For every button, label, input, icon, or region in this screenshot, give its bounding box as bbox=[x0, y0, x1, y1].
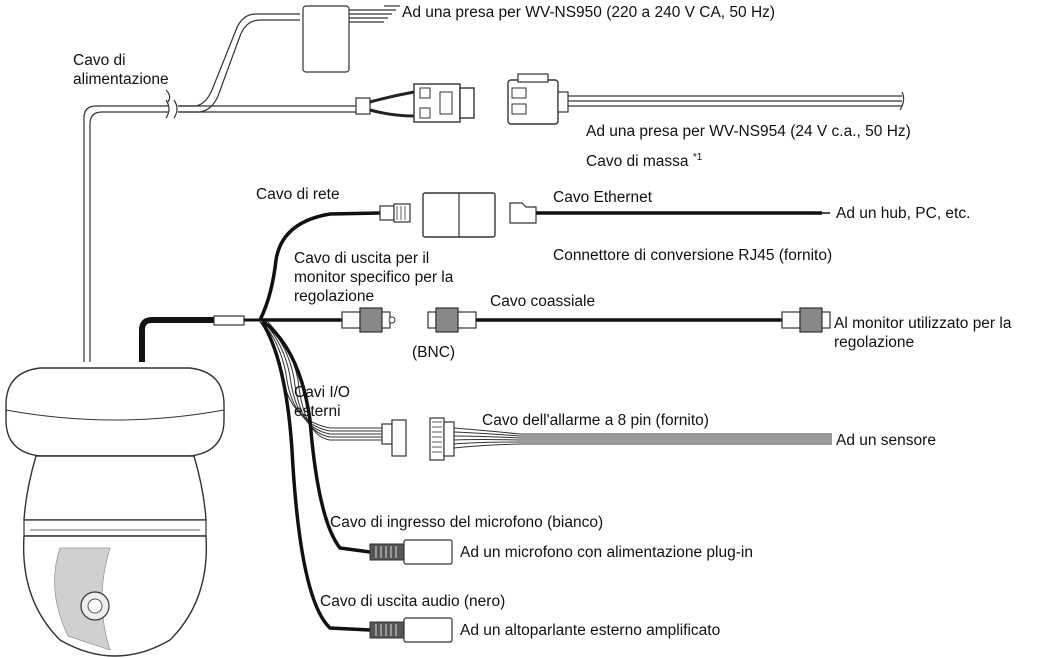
cable-junction bbox=[213, 315, 245, 326]
camera-dome bbox=[22, 535, 208, 657]
bnc-connector-coax-right bbox=[781, 307, 831, 333]
audio-out-cable bbox=[260, 321, 371, 632]
label-power-cable: Cavo di alimentazione bbox=[73, 52, 169, 88]
alarm-cable bbox=[453, 427, 832, 449]
ns954-leads bbox=[369, 90, 415, 118]
label-rj45-connector: Connettore di conversione RJ45 (fornito) bbox=[553, 247, 833, 264]
label-to-speaker: Ad un altoparlante esterno amplificato bbox=[460, 622, 721, 639]
mic-in-cable bbox=[262, 320, 371, 554]
audio-plug bbox=[369, 617, 453, 643]
mic-plug bbox=[369, 539, 453, 565]
ground-cable-text: Cavo di massa bbox=[586, 153, 689, 170]
label-alarm-cable: Cavo dell'allarme a 8 pin (fornito) bbox=[482, 412, 709, 429]
label-coax-cable: Cavo coassiale bbox=[490, 293, 596, 310]
label-monitor-out-cable: Cavo di uscita per il monitor specifico … bbox=[294, 250, 454, 305]
label-outlet-ns954: Ad una presa per WV-NS954 (24 V c.a., 50… bbox=[586, 123, 911, 140]
power-branch-ns950 bbox=[178, 13, 300, 113]
ns954-output-cable bbox=[568, 91, 905, 111]
main-cable bbox=[139, 317, 214, 362]
network-cable bbox=[258, 211, 381, 321]
label-to-adjust-monitor: Al monitor utilizzato per la regolazione bbox=[834, 315, 1012, 351]
ground-note-ref: *1 bbox=[692, 151, 703, 163]
label-mic-in-cable: Cavo di ingresso del microfono (bianco) bbox=[330, 514, 604, 531]
power-cable bbox=[83, 105, 168, 362]
rj45-conversion-connector bbox=[422, 192, 496, 238]
dome-camera bbox=[5, 367, 225, 657]
camera-body bbox=[23, 455, 207, 521]
label-to-microphone: Ad un microfono con alimentazione plug-i… bbox=[460, 544, 753, 561]
label-ext-io-cables: Cavi I/O esterni bbox=[294, 384, 350, 420]
label-ethernet-cable: Cavo Ethernet bbox=[553, 189, 653, 206]
label-outlet-ns950: Ad una presa per WV-NS950 (220 a 240 V C… bbox=[402, 4, 776, 21]
external-io-bundle bbox=[259, 321, 382, 441]
ns954-receptacle bbox=[507, 73, 569, 125]
camera-mount-flange bbox=[5, 367, 225, 457]
io-connector-camera-side bbox=[381, 419, 407, 457]
label-audio-out-cable: Cavo di uscita audio (nero) bbox=[320, 593, 506, 610]
label-network-cable: Cavo di rete bbox=[256, 186, 340, 203]
label-to-sensor: Ad un sensore bbox=[836, 432, 936, 449]
ethernet-plug bbox=[509, 202, 537, 224]
alarm-connector-8pin bbox=[429, 417, 455, 461]
ns954-leads-sleeve bbox=[355, 97, 371, 115]
power-branch-ns954 bbox=[178, 105, 356, 113]
bnc-connector-camera-side bbox=[341, 307, 396, 333]
label-to-hub: Ad un hub, PC, etc. bbox=[836, 205, 971, 222]
bnc-connector-coax-left bbox=[427, 307, 477, 333]
cable-break-mark bbox=[165, 89, 178, 119]
rj45-plug bbox=[379, 203, 411, 223]
label-bnc: (BNC) bbox=[412, 344, 456, 361]
ns950-leads bbox=[349, 5, 400, 23]
ns950-plug-block bbox=[302, 5, 350, 73]
ns954-plug bbox=[413, 83, 475, 123]
label-ground-cable: Cavo di massa *1 bbox=[586, 152, 702, 171]
